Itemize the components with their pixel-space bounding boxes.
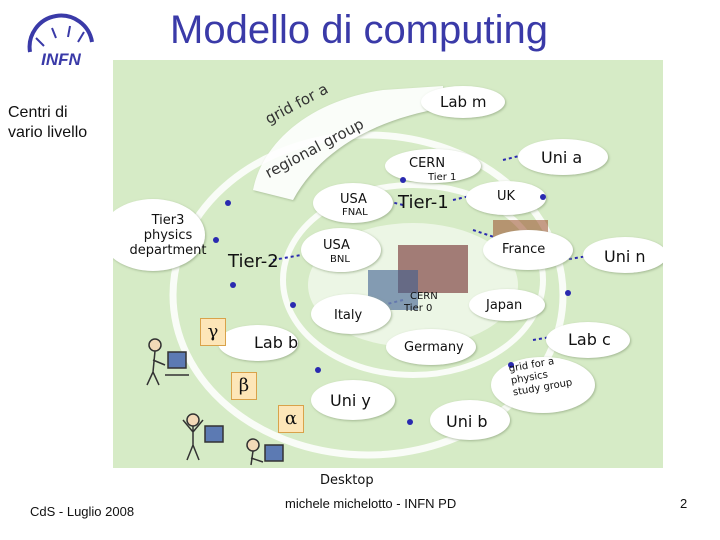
label-cern-t0: CERN bbox=[410, 291, 438, 302]
alpha-box: α bbox=[278, 405, 304, 433]
footer-center: michele michelotto - INFN PD bbox=[285, 496, 457, 511]
label-lab-m: Lab m bbox=[440, 93, 487, 111]
label-uk: UK bbox=[497, 189, 516, 204]
footer-left: CdS - Luglio 2008 bbox=[30, 504, 135, 519]
label-usa-bnl: USA bbox=[323, 238, 350, 253]
label-tier3-line-1: Tier3 bbox=[151, 213, 185, 228]
label-tier3-line-3: department bbox=[129, 243, 207, 258]
regional-group-cloud bbox=[253, 86, 443, 200]
gamma-box: γ bbox=[200, 318, 226, 346]
link-unin bbox=[562, 255, 589, 261]
label-uni-b: Uni b bbox=[446, 412, 488, 431]
label-tier0: Tier 0 bbox=[404, 303, 433, 314]
cloud-uni-n bbox=[583, 237, 663, 273]
cloud-germany bbox=[386, 329, 476, 365]
label-cern: CERN bbox=[409, 156, 446, 171]
ring-node bbox=[225, 200, 231, 206]
label-italy: Italy bbox=[334, 308, 363, 323]
label-lab-c: Lab c bbox=[568, 330, 611, 349]
cloud-lab-c bbox=[546, 322, 630, 358]
ring-node bbox=[565, 290, 571, 296]
inner-ring bbox=[280, 182, 546, 378]
cloud-grid-physics bbox=[491, 357, 595, 413]
ring-node bbox=[230, 282, 236, 288]
label-tier1: Tier-1 bbox=[398, 192, 449, 213]
cloud-uk bbox=[466, 181, 546, 215]
side-note-line-2: vario livello bbox=[8, 124, 88, 141]
cloud-uni-y bbox=[311, 380, 395, 420]
cloud-uni-b bbox=[430, 400, 510, 440]
computing-model-diagram bbox=[113, 86, 663, 466]
cloud-france bbox=[483, 230, 573, 270]
side-note: Centri di vario livello bbox=[8, 103, 87, 143]
label-uni-y: Uni y bbox=[330, 391, 371, 410]
label-bnl: BNL bbox=[330, 254, 350, 265]
cloud-italy bbox=[311, 294, 391, 334]
label-uni-n: Uni n bbox=[604, 247, 646, 266]
ring-node bbox=[508, 362, 514, 368]
ring-node bbox=[315, 367, 321, 373]
side-note-line-1: Centri di bbox=[8, 104, 68, 121]
cloud-lab-b bbox=[218, 325, 298, 361]
label-cern-tier1: Tier 1 bbox=[428, 172, 457, 183]
label-japan: Japan bbox=[486, 298, 523, 313]
ring-node bbox=[213, 237, 219, 243]
person-desktop-3 bbox=[246, 438, 284, 466]
page-title: Modello di computing bbox=[170, 8, 548, 52]
page-number: 2 bbox=[680, 496, 688, 511]
cloud-usa-bnl bbox=[301, 228, 381, 272]
cloud-usa-fnal bbox=[313, 183, 393, 223]
beta-box: β bbox=[231, 372, 257, 400]
cloud-japan bbox=[469, 289, 545, 321]
label-tier2: Tier-2 bbox=[228, 251, 279, 272]
ring-node bbox=[540, 194, 546, 200]
label-desktop: Desktop bbox=[320, 473, 374, 488]
label-germany: Germany bbox=[404, 340, 464, 355]
label-france: France bbox=[502, 242, 546, 257]
cloud-lab-m bbox=[421, 86, 505, 118]
label-fnal: FNAL bbox=[342, 207, 368, 218]
label-tier3-line-2: physics bbox=[143, 228, 193, 243]
label-usa-fnal: USA bbox=[340, 192, 367, 207]
label-uni-a: Uni a bbox=[541, 148, 583, 167]
infn-logo: INFN bbox=[27, 13, 94, 69]
ring-node bbox=[407, 419, 413, 425]
ring-node bbox=[400, 177, 406, 183]
cloud-cern bbox=[385, 149, 481, 183]
cloud-tier3 bbox=[113, 199, 205, 271]
outer-ring bbox=[169, 131, 567, 459]
label-lab-b: Lab b bbox=[254, 333, 299, 352]
cloud-uni-a bbox=[518, 139, 608, 175]
label-tier3: Tier3 physics department bbox=[128, 213, 208, 258]
logo-text: INFN bbox=[41, 50, 81, 69]
ring-node bbox=[290, 302, 296, 308]
person-desktop-2 bbox=[182, 413, 224, 461]
person-desktop-1 bbox=[146, 338, 189, 386]
